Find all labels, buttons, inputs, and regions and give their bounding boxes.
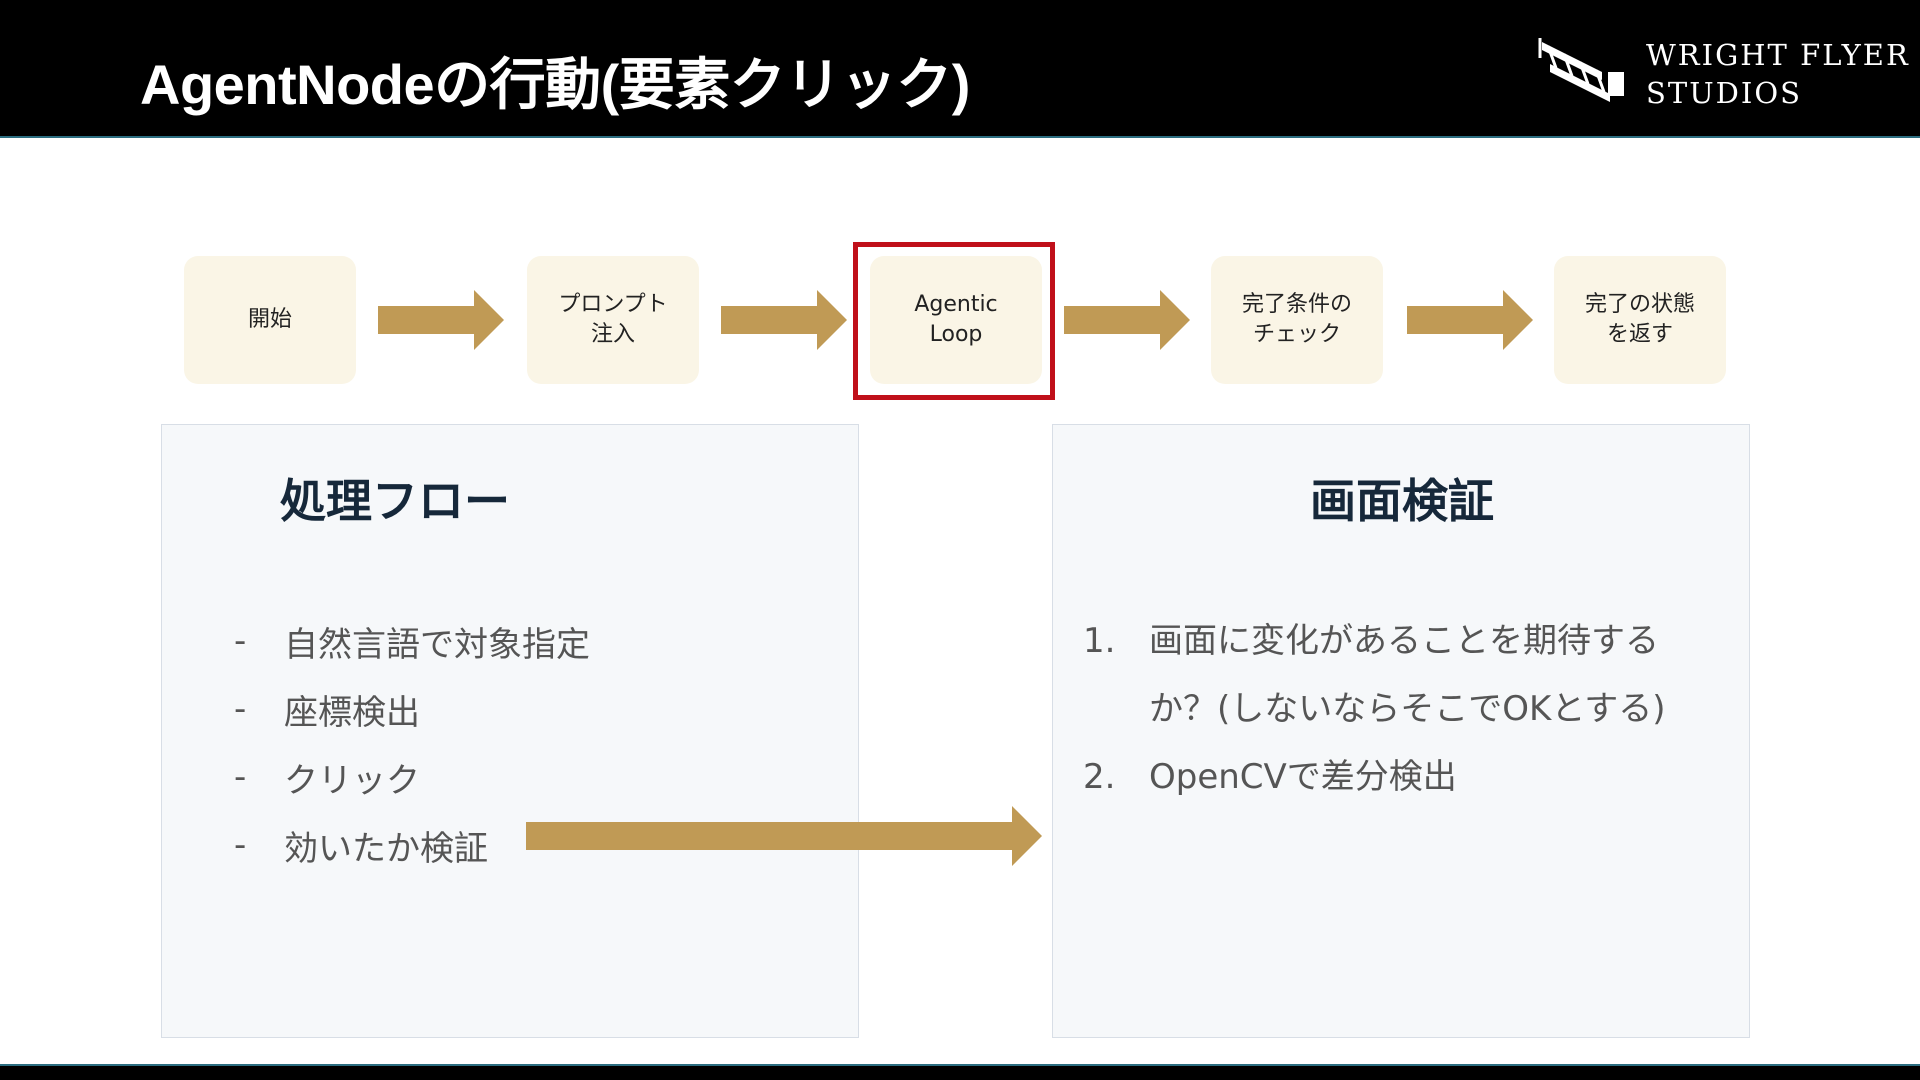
flow-step-start: 開始 [184,256,356,384]
flow-arrow-3 [1064,290,1190,350]
list-item: 2. OpenCVで差分検出 [1083,743,1709,811]
biplane-icon [1538,38,1624,102]
list-item: - 座標検出 [234,675,590,743]
flow-step-label: 完了条件の チェック [1241,292,1352,347]
process-flow-panel: 処理フロー - 自然言語で対象指定 - 座標検出 - クリック - 効いたか検証 [161,424,859,1038]
list-item-text: 効いたか検証 [284,828,488,869]
list-item: - クリック [234,743,590,811]
list-item-text: 座標検出 [284,692,420,733]
flow-step-label: Agentic Loop [914,292,998,347]
flow-step-label: 開始 [247,307,292,332]
process-flow-title: 処理フロー [280,474,510,528]
bullet-dash: - [234,689,247,729]
flow-step-prompt-injection: プロンプト 注入 [527,256,699,384]
bullet-dash: - [234,825,247,865]
list-item: - 自然言語で対象指定 [234,607,590,675]
list-item: - 効いたか検証 [234,811,590,879]
flow-step-return-state: 完了の状態 を返す [1554,256,1726,384]
slide-body: 開始 プロンプト 注入 Agentic Loop 完了条件の チェック 完了の状… [0,136,1920,1066]
flow-step-completion-check: 完了条件の チェック [1211,256,1383,384]
agentic-loop-highlight-frame [853,242,1055,400]
process-flow-list: - 自然言語で対象指定 - 座標検出 - クリック - 効いたか検証 [234,607,590,879]
header-bar: AgentNodeの行動(要素クリック) WRIGHT FLYER STUDIO… [0,0,1920,136]
list-number: 1. [1083,621,1116,661]
logo-line-2: STUDIOS [1646,76,1802,110]
flow-arrow-2 [721,290,847,350]
verification-connector-arrow [526,806,1042,866]
company-logo: WRIGHT FLYER STUDIOS [1538,28,1908,110]
list-number: 2. [1083,757,1116,797]
flow-step-label: プロンプト 注入 [558,292,668,347]
bullet-dash: - [234,621,247,661]
list-item-text: クリック [284,760,420,801]
list-item-text: 画面に変化があることを期待するか？(しないならそこでOKとする) [1149,621,1666,729]
list-item-text: 自然言語で対象指定 [284,624,590,665]
flow-step-agentic-loop: Agentic Loop [870,256,1042,384]
logo-text: WRIGHT FLYER STUDIOS [1646,36,1910,112]
bullet-dash: - [234,757,247,797]
screen-verification-panel: 画面検証 1. 画面に変化があることを期待するか？(しないならそこでOKとする)… [1052,424,1750,1038]
screen-verification-list: 1. 画面に変化があることを期待するか？(しないならそこでOKとする) 2. O… [1083,607,1709,811]
list-item-text: OpenCVで差分検出 [1149,757,1457,797]
flow-arrow-1 [378,290,504,350]
list-item: 1. 画面に変化があることを期待するか？(しないならそこでOKとする) [1083,607,1709,743]
screen-verification-title: 画面検証 [1310,474,1494,528]
slide-title: AgentNodeの行動(要素クリック) [140,53,970,116]
logo-line-1: WRIGHT FLYER [1646,38,1910,72]
flow-step-label: 完了の状態 を返す [1584,292,1695,347]
flow-arrow-4 [1407,290,1533,350]
